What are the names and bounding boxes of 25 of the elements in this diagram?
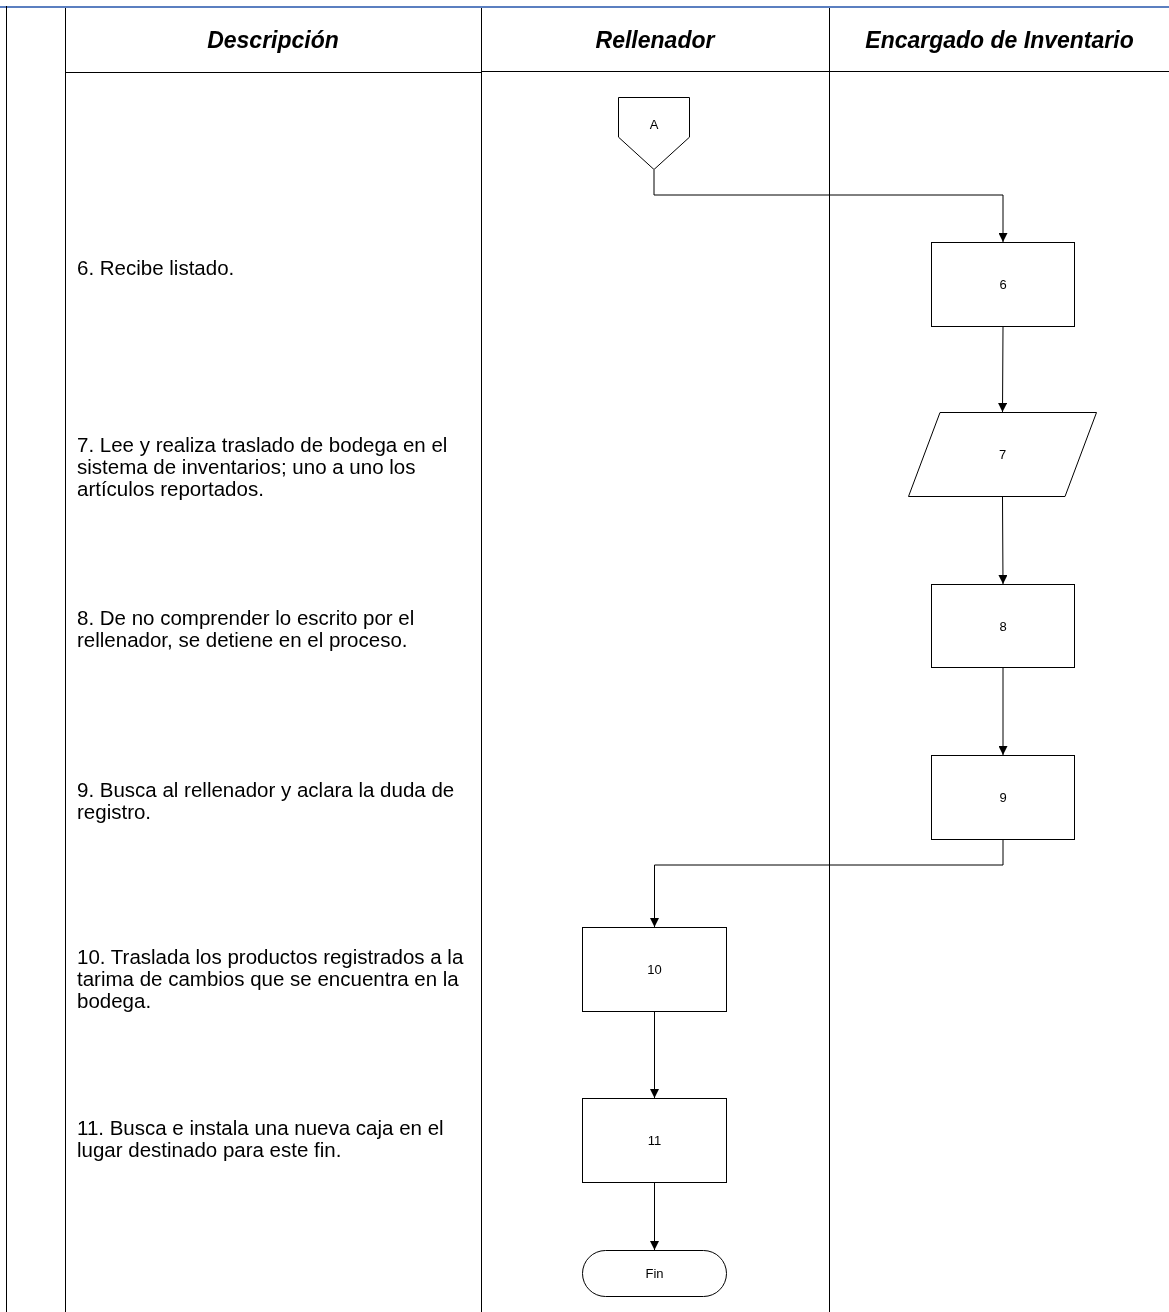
lane-header: Rellenador bbox=[481, 8, 829, 72]
step-description: 11. Busca e instala una nueva caja en el lugar destinado para este fin. bbox=[77, 1117, 445, 1161]
step-description: 9. Busca al rellenador y aclara la duda de registro. bbox=[77, 779, 456, 823]
arrow bbox=[653, 169, 1008, 243]
arrow bbox=[650, 1011, 659, 1099]
process-box: 9 bbox=[931, 755, 1075, 840]
column-header: Descripción bbox=[206, 26, 340, 55]
arrow bbox=[650, 839, 1004, 928]
step-description: 10. Traslada los productos registrados a la tarima de cambios que se encuentra en la bodega. bbox=[77, 946, 465, 1012]
process-box: 8 bbox=[931, 584, 1075, 668]
process-box: 10 bbox=[582, 927, 727, 1012]
swimlane bbox=[481, 8, 830, 1312]
arrow bbox=[998, 667, 1008, 756]
offpage-connector: A bbox=[618, 97, 690, 170]
data-parallelogram: 7 bbox=[908, 412, 1097, 497]
terminator: Fin bbox=[582, 1250, 727, 1297]
step-description: 6. Recibe listado. bbox=[77, 257, 236, 279]
arrow bbox=[998, 326, 1008, 413]
arrow bbox=[998, 496, 1008, 585]
process-box: 11 bbox=[582, 1098, 727, 1183]
process-box: 6 bbox=[931, 242, 1075, 327]
step-description: 8. De no comprender lo escrito por el rellenador, se detiene en el proceso. bbox=[77, 607, 416, 651]
step-description: 7. Lee y realiza traslado de bodega en el sistema de inventarios; uno a uno los artículos reportados. bbox=[77, 434, 449, 500]
arrow bbox=[650, 1182, 659, 1251]
lane-header: Encargado de Inventario bbox=[830, 8, 1169, 72]
